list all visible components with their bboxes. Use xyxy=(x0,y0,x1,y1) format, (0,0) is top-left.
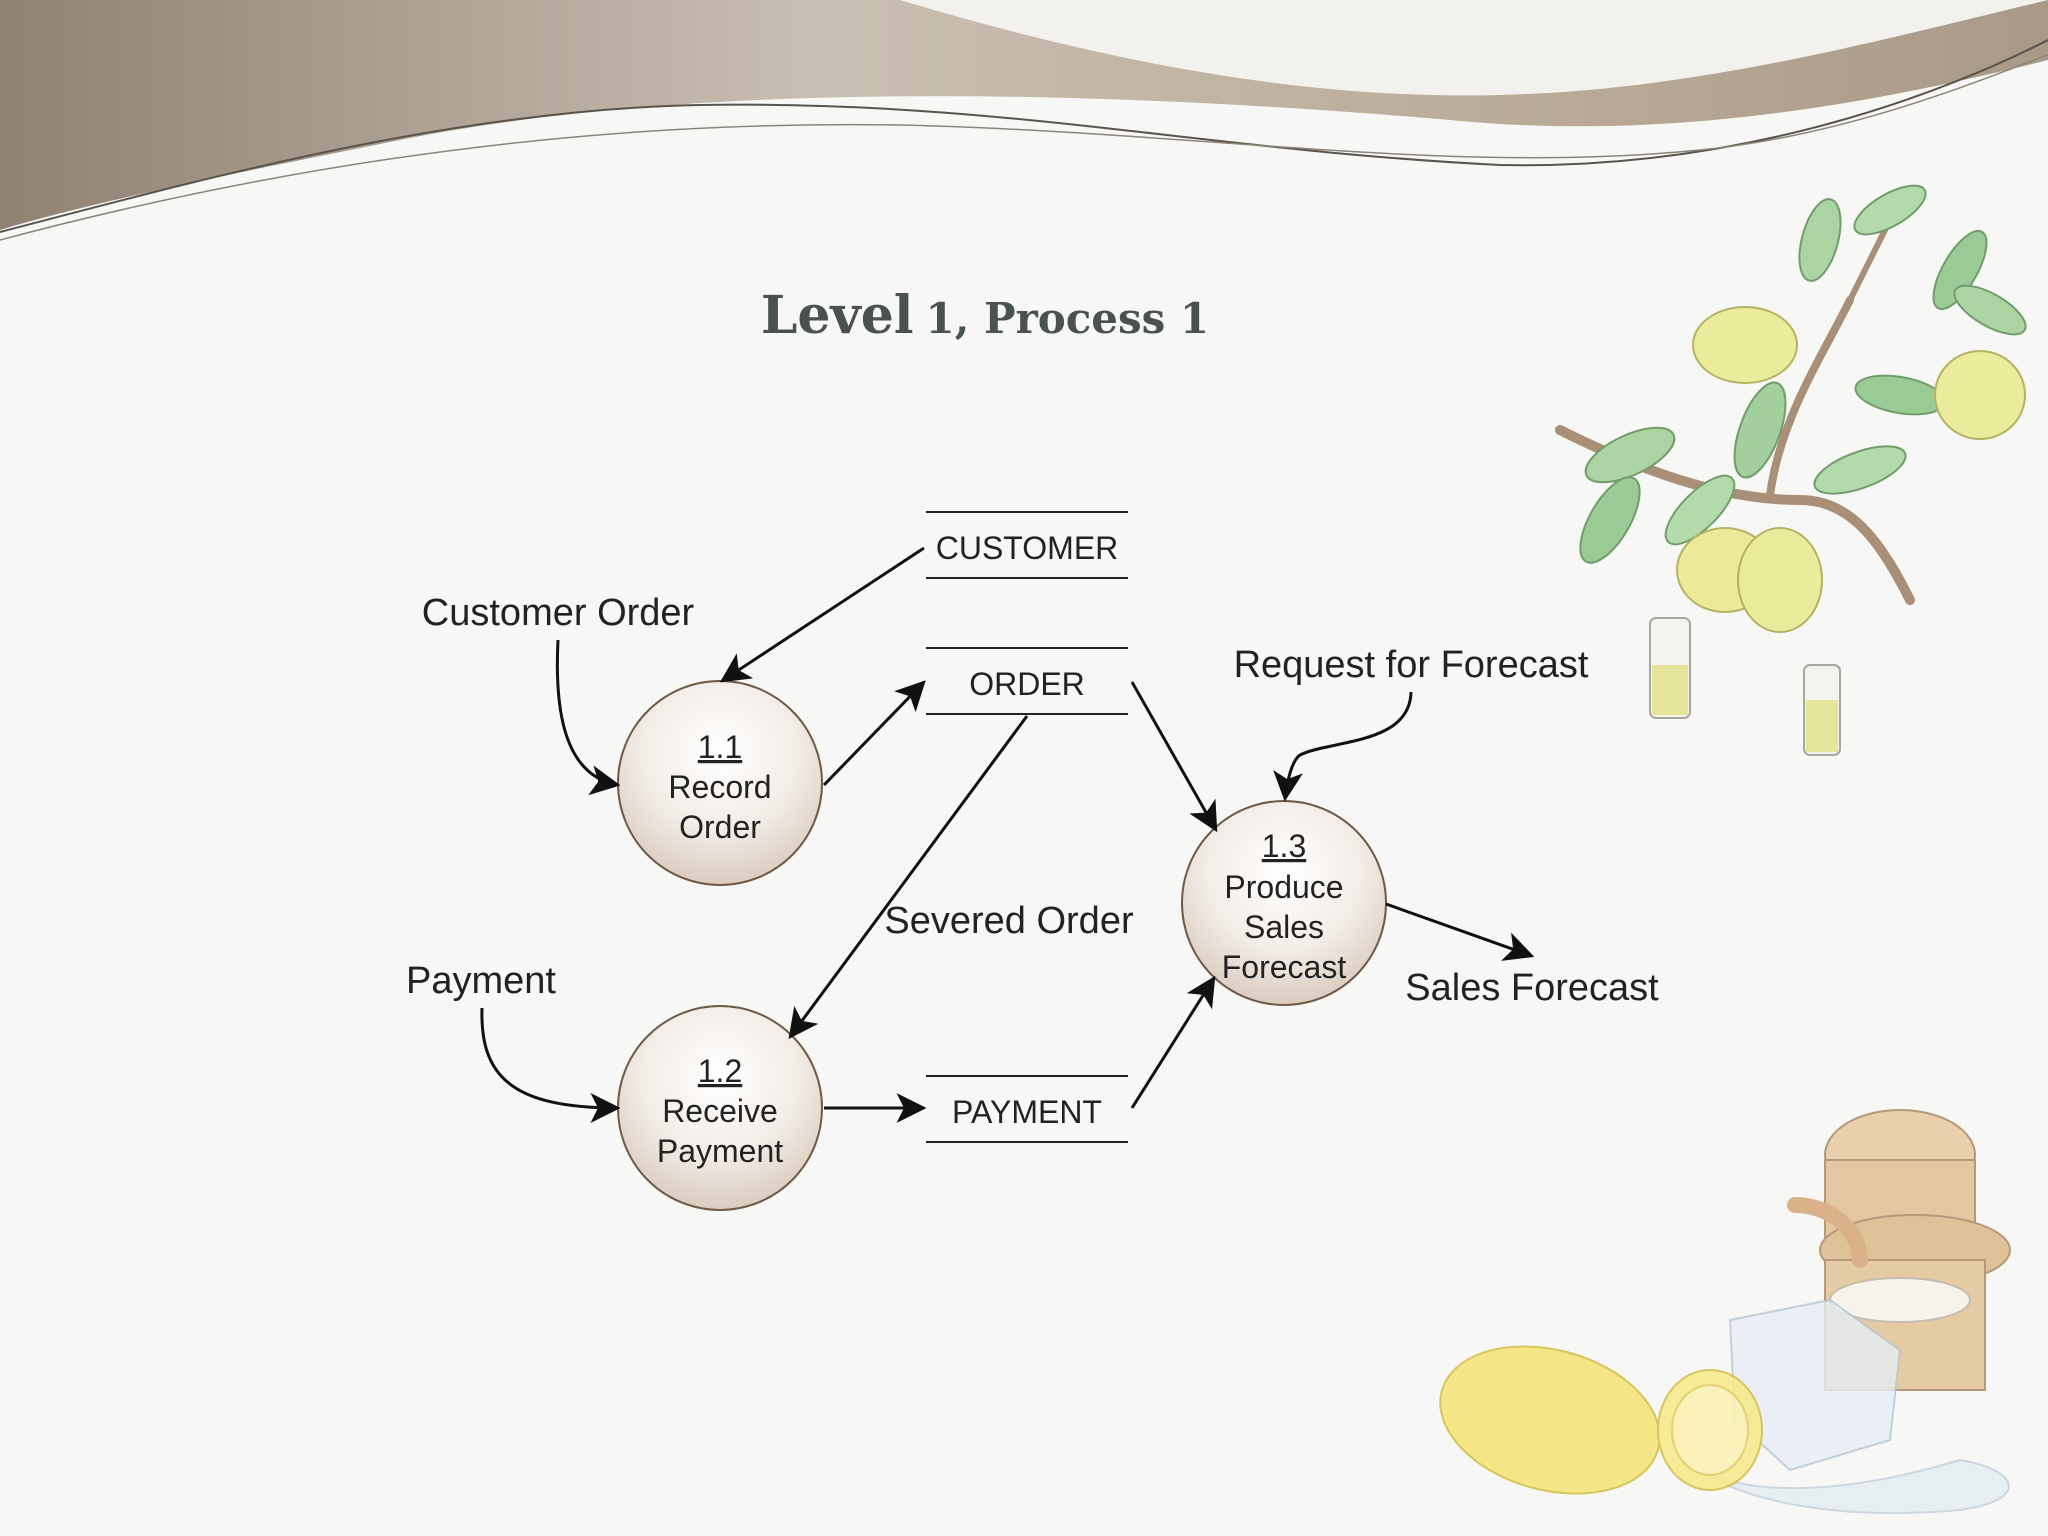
arrow-order-to-forecast xyxy=(1130,681,1218,833)
process-number: 1.2 xyxy=(698,1053,742,1089)
lemon-branch-icon xyxy=(1555,184,2027,756)
process-label-line: Sales xyxy=(1244,909,1324,945)
store-label-payment: PAYMENT xyxy=(952,1094,1102,1130)
wooden-jar-icon xyxy=(1787,1109,2011,1391)
flow-label-sales-forecast: Sales Forecast xyxy=(1405,967,1659,1009)
arrow-forecast-to-sales-forecast xyxy=(1385,902,1535,961)
arrow-payment-to-receive-payment xyxy=(480,1007,621,1123)
header-banner xyxy=(0,0,2048,241)
process-label-line: Forecast xyxy=(1222,949,1347,985)
lemon-icon xyxy=(1439,1345,1763,1495)
arrow-customer-to-record-order xyxy=(719,546,925,683)
process-1-3: 1.3 Produce Sales Forecast xyxy=(1181,800,1387,1006)
store-label-order: ORDER xyxy=(969,666,1085,702)
data-store-customer: CUSTOMER xyxy=(926,511,1128,579)
flow-label-customer-order: Customer Order xyxy=(422,592,695,634)
arrow-record-order-to-order xyxy=(822,680,926,787)
store-label-customer: CUSTOMER xyxy=(936,530,1119,566)
process-1-1: 1.1 Record Order xyxy=(617,680,823,886)
process-label-line: Produce xyxy=(1224,869,1343,905)
process-label-line: Receive xyxy=(662,1093,778,1129)
arrow-request-to-forecast xyxy=(1273,691,1413,802)
flow-label-severed-order: Severed Order xyxy=(884,900,1134,942)
arrow-customer-order-to-record-order xyxy=(555,639,621,796)
process-label-line: Record xyxy=(668,769,771,805)
flow-label-payment: Payment xyxy=(406,960,556,1002)
ice-cube-icon xyxy=(1699,1298,2010,1514)
process-number: 1.3 xyxy=(1262,828,1306,864)
process-label-line: Order xyxy=(679,809,761,845)
data-store-order: ORDER xyxy=(926,647,1128,715)
data-store-payment: PAYMENT xyxy=(926,1075,1128,1143)
process-1-2: 1.2 Receive Payment xyxy=(617,1005,823,1211)
process-label-line: Payment xyxy=(657,1133,783,1169)
flow-label-request-for-forecast: Request for Forecast xyxy=(1234,644,1589,686)
arrow-order-to-receive-payment xyxy=(788,715,1029,1040)
flow-arrows xyxy=(480,546,1535,1123)
arrow-payment-store-to-forecast xyxy=(1130,975,1216,1109)
process-number: 1.1 xyxy=(698,729,742,765)
